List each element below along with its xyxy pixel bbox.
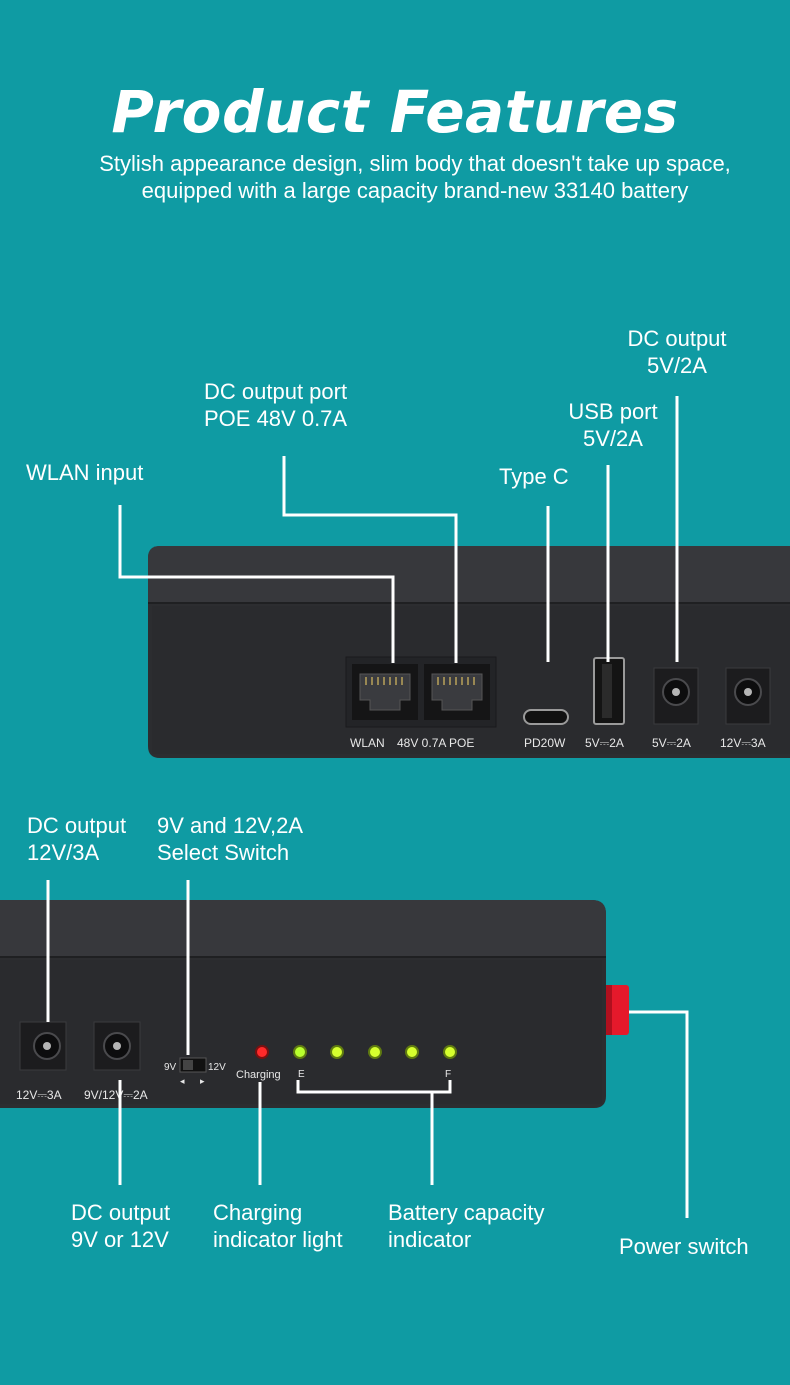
battery-led-5 bbox=[443, 1045, 457, 1059]
page-subtitle: Stylish appearance design, slim body tha… bbox=[99, 151, 731, 203]
port-label-dc12v-top: 12V⎓3A bbox=[720, 736, 766, 750]
dc-jack-5v bbox=[653, 667, 699, 725]
charging-label: Charging bbox=[236, 1069, 281, 1081]
battery-led-2 bbox=[330, 1045, 344, 1059]
power-switch bbox=[607, 985, 629, 1035]
port-label-usb: 5V⎓2A bbox=[585, 736, 624, 750]
battery-led-1 bbox=[293, 1045, 307, 1059]
dc-jack-12v-bottom bbox=[19, 1021, 67, 1071]
svg-text:◂: ◂ bbox=[180, 1076, 185, 1086]
battery-led-4 bbox=[405, 1045, 419, 1059]
usb-a-port bbox=[593, 657, 625, 725]
port-label-poe: 48V 0.7A POE bbox=[397, 736, 474, 750]
dc-jack-12v-top bbox=[725, 667, 771, 725]
label-power-switch: Power switch bbox=[619, 1234, 749, 1259]
label-wlan-input: WLAN input bbox=[26, 460, 144, 485]
bottom-leader-lines bbox=[46, 880, 689, 1218]
battery-empty-mark: E bbox=[298, 1069, 305, 1080]
label-battery-indicator: Battery capacity indicator bbox=[388, 1200, 545, 1252]
label-charging-indicator: Charging indicator light bbox=[213, 1200, 343, 1252]
switch-label-12v: 12V bbox=[208, 1062, 226, 1073]
label-dc-output-12v: DC output 12V/3A bbox=[27, 813, 127, 865]
switch-label-9v: 9V bbox=[164, 1062, 177, 1073]
label-usb-port: USB port 5V/2A bbox=[568, 399, 658, 451]
top-device: WLAN 48V 0.7A POE PD20W 5V⎓2A 5V⎓2A 12V⎓… bbox=[148, 546, 790, 758]
label-select-switch: 9V and 12V,2A Select Switch bbox=[157, 813, 303, 865]
dc-jack-9v-12v bbox=[93, 1021, 141, 1071]
battery-led-3 bbox=[368, 1045, 382, 1059]
port-label-dc5v: 5V⎓2A bbox=[652, 736, 691, 750]
usb-c-port bbox=[523, 709, 569, 725]
battery-full-mark: F bbox=[445, 1069, 451, 1080]
top-leader-lines bbox=[118, 396, 679, 663]
port-label-wlan: WLAN bbox=[350, 736, 385, 750]
port-label-pd: PD20W bbox=[524, 736, 566, 750]
rj45-port-wlan bbox=[352, 664, 418, 720]
svg-text:▸: ▸ bbox=[200, 1076, 205, 1086]
label-dc-output-port: DC output port POE 48V 0.7A bbox=[204, 379, 348, 431]
label-dc-output-9v-12v: DC output 9V or 12V bbox=[71, 1200, 171, 1252]
rj45-port-poe bbox=[424, 664, 490, 720]
label-dc-output-5v: DC output 5V/2A bbox=[627, 326, 727, 378]
charging-led bbox=[255, 1045, 269, 1059]
bottom-device: 9V 12V ◂ ▸ E F Charging 12V⎓3A 9V/12V⎓2A bbox=[0, 900, 629, 1108]
port-label-dc9v12v: 9V/12V⎓2A bbox=[84, 1088, 148, 1102]
page-title: Product Features bbox=[111, 78, 679, 146]
port-label-dc12v-bottom: 12V⎓3A bbox=[16, 1088, 62, 1102]
label-type-c: Type C bbox=[499, 464, 569, 489]
